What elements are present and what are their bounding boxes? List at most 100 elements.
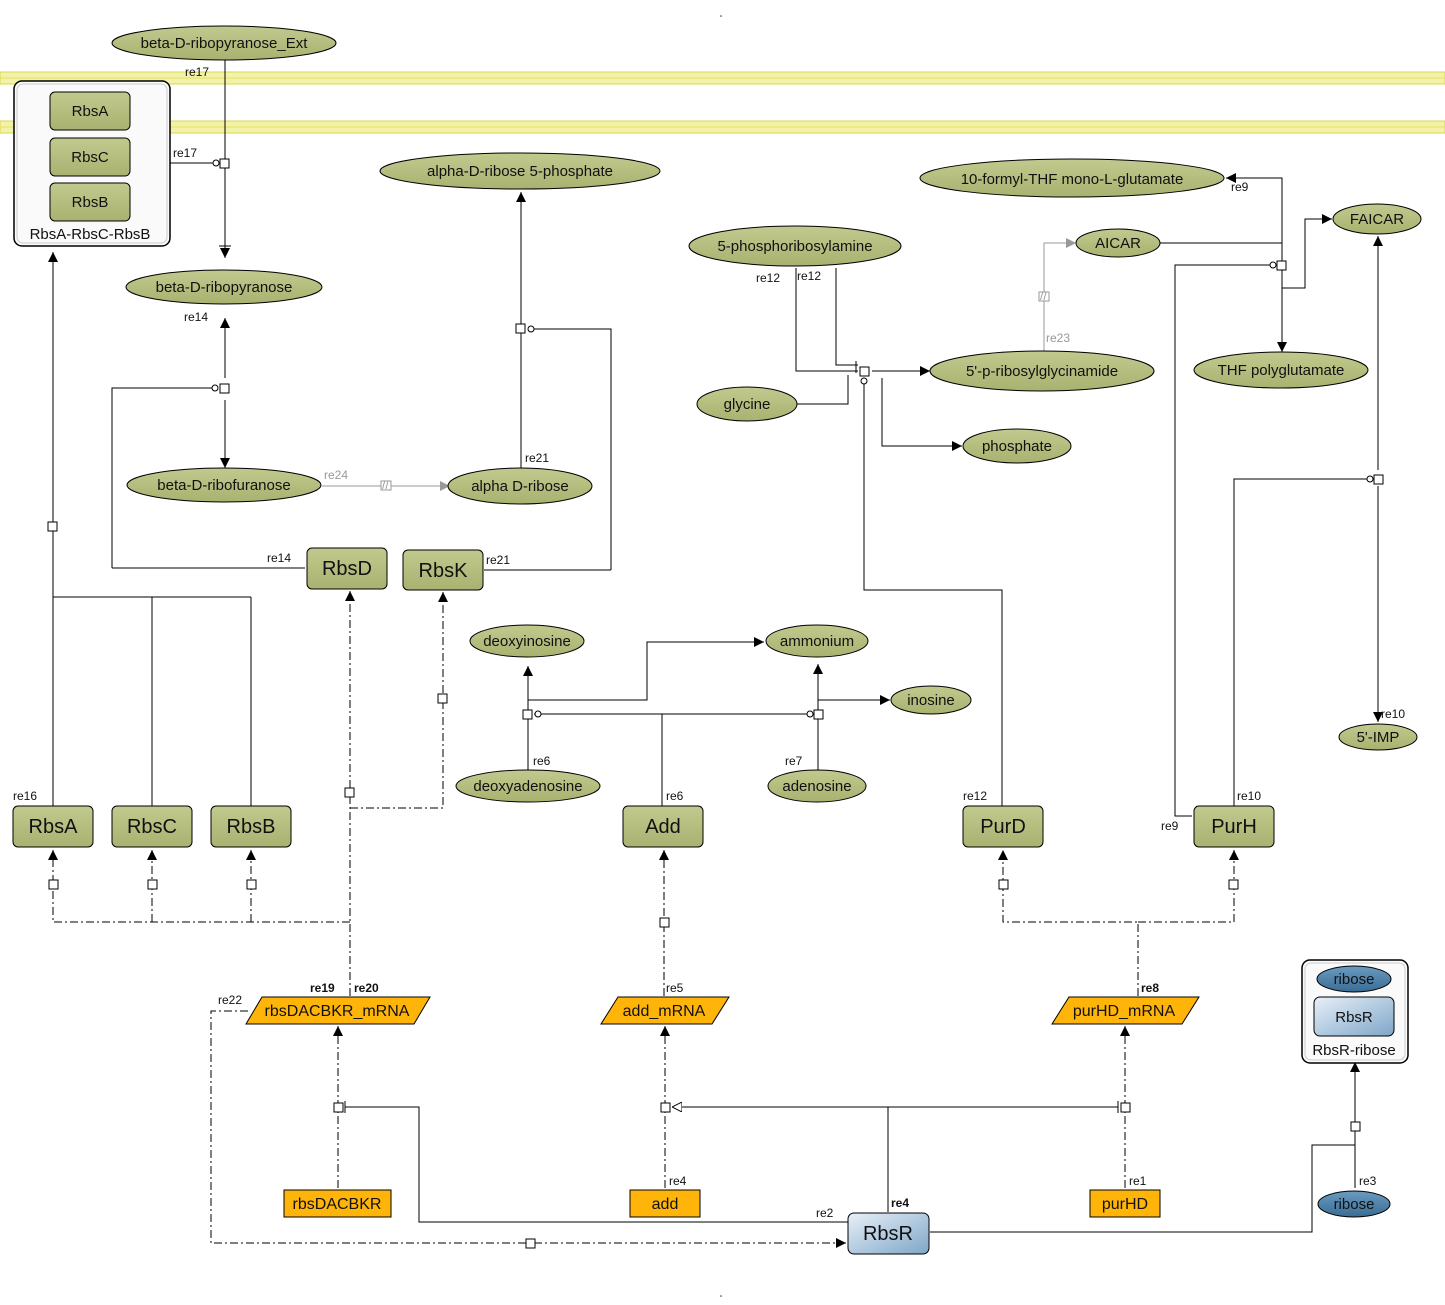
- reaction-label: re4: [891, 1196, 909, 1210]
- mrna-purhd[interactable]: purHD_mRNA: [1051, 996, 1200, 1025]
- reaction-label: re19: [310, 981, 335, 995]
- species-inosine[interactable]: inosine: [890, 685, 972, 715]
- species-label: 5-phosphoribosylamine: [717, 238, 872, 255]
- species-label: FAICAR: [1350, 211, 1404, 228]
- complex-member-rbsb: RbsB: [72, 194, 109, 211]
- species-label: alpha D-ribose: [471, 478, 569, 495]
- reaction-label: re1: [1129, 1174, 1147, 1188]
- species-adenosine[interactable]: adenosine: [767, 769, 867, 803]
- species-aicar[interactable]: AICAR: [1075, 228, 1161, 258]
- species-label: deoxyinosine: [483, 633, 571, 650]
- species-label: phosphate: [982, 438, 1052, 455]
- species-beta-d-ribofuranose[interactable]: beta-D-ribofuranose: [126, 467, 322, 503]
- svg-text://: //: [1040, 289, 1047, 303]
- reaction-nodes: [47, 158, 1384, 1249]
- species-label: ribose: [1334, 1196, 1375, 1213]
- reaction-labels: re17 re17 re14 re14 re24 re21 re21 re12 …: [13, 65, 1405, 1220]
- dot-marker: [720, 1295, 722, 1297]
- species-label: ammonium: [780, 633, 854, 650]
- reaction-label: re12: [963, 789, 987, 803]
- protein-label: PurH: [1211, 816, 1257, 838]
- mrna-rbsdacbkr[interactable]: rbsDACBKR_mRNA: [245, 996, 431, 1025]
- species-5-imp[interactable]: 5'-IMP: [1338, 723, 1418, 751]
- complex-rbsa-rbsc-rbsb[interactable]: RbsA RbsC RbsB RbsA-RbsC-RbsB: [13, 80, 171, 247]
- protein-rbsk[interactable]: RbsK: [402, 549, 484, 591]
- reaction-label: re9: [1161, 819, 1179, 833]
- cell-membrane: [0, 71, 1445, 134]
- reaction-label: re10: [1237, 789, 1261, 803]
- protein-rbsb[interactable]: RbsB: [210, 805, 292, 848]
- reaction-label: re16: [13, 789, 37, 803]
- species-label: alpha-D-ribose 5-phosphate: [427, 163, 613, 180]
- protein-rbsc[interactable]: RbsC: [111, 805, 193, 848]
- species-label: 5'-IMP: [1357, 729, 1400, 746]
- reaction-label: re5: [666, 981, 684, 995]
- reaction-label: re22: [218, 993, 242, 1007]
- regulation-edges: [48, 591, 1239, 1248]
- species-10-formyl-thf[interactable]: 10-formyl-THF mono-L-glutamate: [919, 158, 1225, 198]
- reaction-label: re12: [797, 269, 821, 283]
- reaction-label: re7: [785, 754, 803, 768]
- species-label: inosine: [907, 692, 955, 709]
- protein-label: PurD: [980, 816, 1026, 838]
- reaction-label: re24: [324, 468, 348, 482]
- protein-add[interactable]: Add: [622, 805, 704, 848]
- complex-rbsr-ribose[interactable]: ribose RbsR RbsR-ribose: [1301, 959, 1409, 1064]
- reaction-label: re21: [486, 553, 510, 567]
- species-label: beta-D-ribopyranose_Ext: [141, 35, 309, 52]
- reaction-label: re23: [1046, 331, 1070, 345]
- species-label: beta-D-ribopyranose: [156, 279, 293, 296]
- protein-purh[interactable]: PurH: [1193, 805, 1275, 848]
- gene-label: purHD: [1102, 1196, 1148, 1213]
- protein-purd[interactable]: PurD: [962, 805, 1044, 848]
- protein-label: RbsA: [29, 816, 79, 838]
- reaction-label: re17: [185, 65, 209, 79]
- species-glycine[interactable]: glycine: [696, 386, 798, 422]
- gene-purhd[interactable]: purHD: [1089, 1189, 1161, 1218]
- protein-label: RbsD: [322, 558, 372, 580]
- species-ribose[interactable]: ribose: [1317, 1190, 1391, 1218]
- species-thf-polyglutamate[interactable]: THF polyglutamate: [1193, 351, 1369, 389]
- reaction-label: re6: [666, 789, 684, 803]
- reaction-label: re6: [533, 754, 551, 768]
- species-ammonium[interactable]: ammonium: [765, 624, 869, 658]
- species-beta-d-ribopyranose[interactable]: beta-D-ribopyranose: [125, 269, 323, 305]
- mrna-label: rbsDACBKR_mRNA: [265, 1003, 410, 1020]
- species-ribosylglycinamide[interactable]: 5'-p-ribosylglycinamide: [929, 350, 1155, 392]
- species-alpha-d-ribose-5-phosphate[interactable]: alpha-D-ribose 5-phosphate: [379, 152, 661, 190]
- species-deoxyinosine[interactable]: deoxyinosine: [469, 624, 585, 658]
- species-phosphate[interactable]: phosphate: [962, 428, 1072, 464]
- species-label: adenosine: [782, 778, 851, 795]
- species-label: glycine: [724, 396, 771, 413]
- gene-label: add: [652, 1196, 679, 1213]
- complex-member-ribose: ribose: [1334, 971, 1375, 988]
- mrna-add[interactable]: add_mRNA: [600, 996, 730, 1025]
- reaction-label: re21: [525, 451, 549, 465]
- protein-label: RbsC: [127, 816, 177, 838]
- protein-rbsa[interactable]: RbsA: [12, 805, 94, 848]
- gene-label: rbsDACBKR: [293, 1196, 382, 1213]
- complex-label: RbsR-ribose: [1312, 1042, 1395, 1059]
- protein-rbsr[interactable]: RbsR: [847, 1212, 930, 1255]
- protein-rbsd[interactable]: RbsD: [306, 547, 388, 590]
- species-5-phosphoribosylamine[interactable]: 5-phosphoribosylamine: [688, 225, 902, 267]
- protein-label: RbsR: [863, 1223, 913, 1245]
- reaction-label: re2: [816, 1206, 834, 1220]
- complex-member-rbsc: RbsC: [71, 149, 109, 166]
- gene-add[interactable]: add: [629, 1189, 701, 1218]
- species-alpha-d-ribose[interactable]: alpha D-ribose: [447, 467, 593, 505]
- protein-label: RbsB: [227, 816, 276, 838]
- reaction-label: re14: [184, 310, 208, 324]
- species-label: deoxyadenosine: [473, 778, 582, 795]
- reaction-label: re4: [669, 1174, 687, 1188]
- mrna-label: add_mRNA: [623, 1003, 706, 1020]
- edges: [48, 58, 1383, 1233]
- reaction-label: re14: [267, 551, 291, 565]
- reaction-label: re20: [354, 981, 379, 995]
- species-beta-d-ribopyranose-ext[interactable]: beta-D-ribopyranose_Ext: [111, 25, 337, 61]
- species-deoxyadenosine[interactable]: deoxyadenosine: [455, 769, 601, 803]
- gene-rbsdacbkr[interactable]: rbsDACBKR: [283, 1189, 392, 1218]
- reaction-label: re3: [1359, 1174, 1377, 1188]
- species-faicar[interactable]: FAICAR: [1332, 203, 1422, 235]
